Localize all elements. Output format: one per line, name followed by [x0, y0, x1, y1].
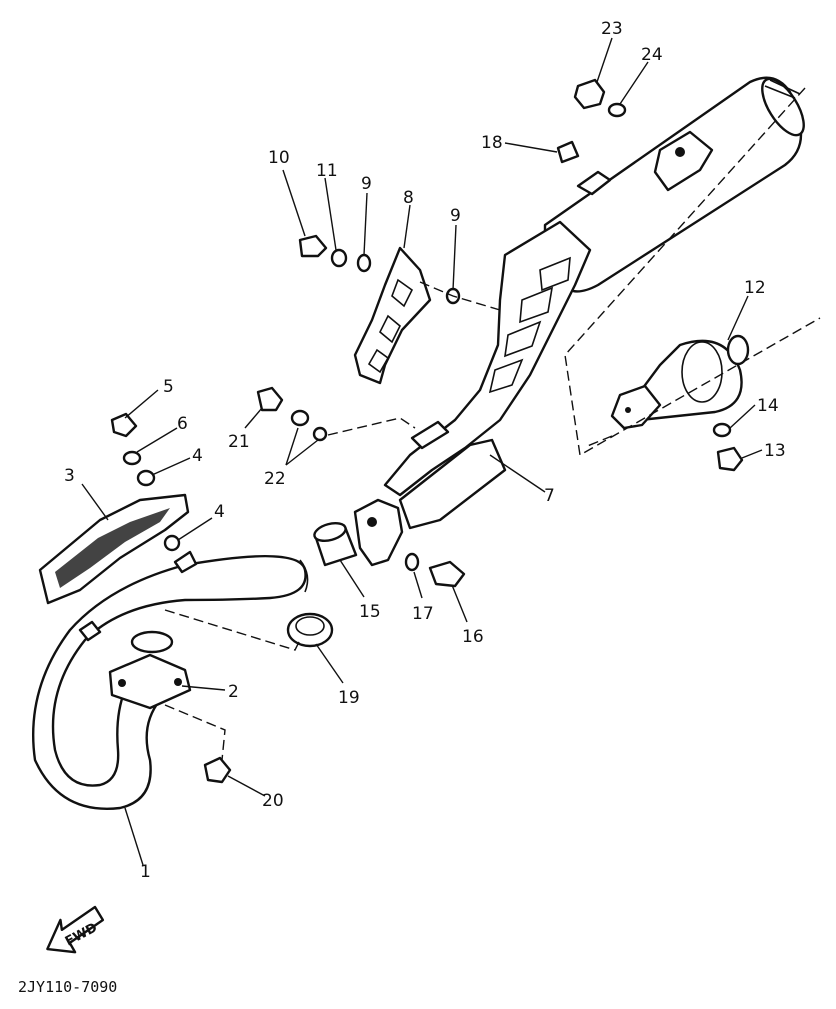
washer-6[interactable]	[122, 450, 142, 466]
muffler-assembly[interactable]	[353, 72, 812, 567]
callout-4b: 4	[214, 502, 225, 522]
callout-labels: 23 24 18 10 11 9 8 9 12 14 13 7 21 22 5 …	[64, 19, 786, 882]
callout-10: 10	[268, 148, 290, 168]
bolt-5[interactable]	[110, 412, 138, 438]
collar-4a[interactable]	[136, 469, 156, 487]
callout-9b: 9	[450, 206, 461, 226]
bolt-23[interactable]	[573, 78, 606, 110]
leader-lines	[81, 37, 763, 866]
callout-16: 16	[462, 627, 484, 647]
inner-silencer-12[interactable]	[610, 334, 750, 430]
washer-22b[interactable]	[312, 426, 328, 442]
bolt-10[interactable]	[298, 234, 328, 258]
heat-protector-3[interactable]	[38, 493, 190, 605]
clamp-18[interactable]	[556, 140, 580, 164]
callout-12: 12	[744, 278, 766, 298]
diagram-code: 2JY110-7090	[18, 978, 117, 996]
washer-22a[interactable]	[290, 409, 310, 427]
callout-18: 18	[481, 133, 503, 153]
callout-8: 8	[403, 188, 414, 208]
washer-17[interactable]	[404, 552, 420, 572]
washer-14[interactable]	[712, 422, 732, 438]
washer-11[interactable]	[330, 248, 348, 268]
heat-protector-8[interactable]	[353, 246, 432, 385]
callout-15: 15	[359, 602, 381, 622]
callout-20: 20	[262, 791, 284, 811]
assembly-lines	[164, 87, 821, 761]
callout-22: 22	[264, 469, 286, 489]
callout-6: 6	[177, 414, 188, 434]
callout-14: 14	[757, 396, 779, 416]
callout-3: 3	[64, 466, 75, 486]
callout-24: 24	[641, 45, 663, 65]
callout-5: 5	[163, 377, 174, 397]
callout-13: 13	[764, 441, 786, 461]
callout-7: 7	[544, 486, 555, 506]
callout-17: 17	[412, 604, 434, 624]
forward-direction-arrow: FWD	[46, 905, 105, 954]
gasket-19[interactable]	[286, 612, 334, 648]
callout-23: 23	[601, 19, 623, 39]
collar-9a[interactable]	[356, 253, 372, 273]
callout-2: 2	[228, 682, 239, 702]
exhaust-pipe-1[interactable]	[31, 550, 309, 810]
callout-4a: 4	[192, 446, 203, 466]
collar-4b[interactable]	[163, 534, 181, 552]
bolt-13[interactable]	[716, 446, 744, 472]
callout-1: 1	[140, 862, 151, 882]
callout-9a: 9	[361, 174, 372, 194]
washer-24[interactable]	[607, 102, 627, 118]
fasteners	[110, 78, 744, 784]
callout-21: 21	[228, 432, 250, 452]
bolt-21[interactable]	[256, 386, 284, 412]
gasket-15[interactable]	[312, 520, 358, 567]
callout-19: 19	[338, 688, 360, 708]
bolt-16[interactable]	[428, 560, 466, 588]
callout-11: 11	[316, 161, 338, 181]
bolt-20[interactable]	[203, 756, 232, 784]
